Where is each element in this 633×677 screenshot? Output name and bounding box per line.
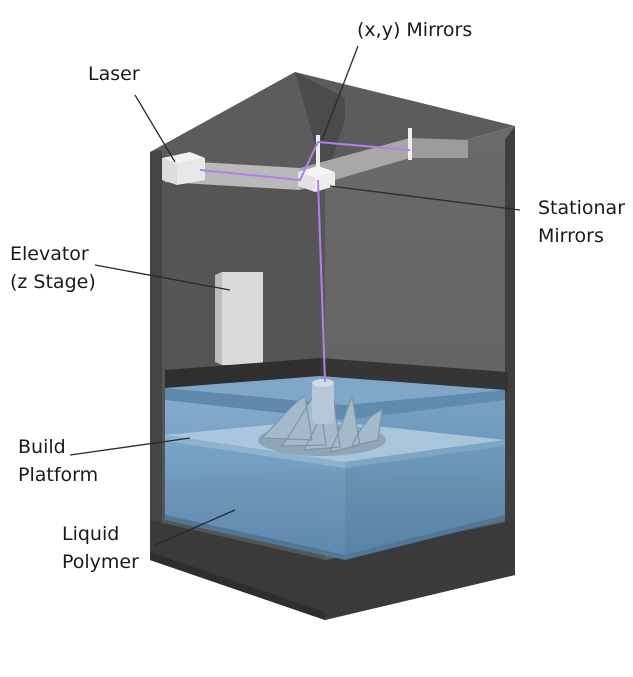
impeller-part <box>258 379 386 456</box>
build-platform-edge-right <box>345 440 505 468</box>
enclosure-floor <box>150 520 515 620</box>
leader-polymer <box>154 509 236 546</box>
channel-right-end <box>410 138 468 158</box>
leader-elevator <box>94 264 231 291</box>
impeller-hub-top <box>312 379 334 387</box>
tank-surface <box>165 376 505 405</box>
label-elevator-line-1: Elevator <box>10 243 89 265</box>
label-platform-line-1: Build <box>18 436 66 458</box>
enclosure-right-frame <box>505 126 515 575</box>
laser-box-side <box>177 158 205 185</box>
leader-xy-mirrors <box>321 45 359 141</box>
build-platform-edge <box>165 435 345 468</box>
impeller-hub <box>312 382 334 424</box>
enclosure-floor-highlight <box>150 552 325 620</box>
enclosure-front-right-wall <box>295 72 345 180</box>
enclosure-left-frame <box>150 150 162 560</box>
label-laser: Laser <box>88 63 140 85</box>
laser-box-front <box>162 158 177 185</box>
laser-box-top <box>162 152 205 164</box>
leader-stationary <box>329 185 521 211</box>
laser-unit <box>162 152 205 185</box>
label-polymer-line-1: Liquid <box>62 523 120 545</box>
leader-lines <box>69 45 521 546</box>
laser-beam-down <box>317 179 326 383</box>
tank-rail-right <box>320 358 508 392</box>
stationary-mirror-side <box>315 172 335 192</box>
elevator-side <box>215 272 222 365</box>
leader-platform <box>69 437 191 456</box>
label-polymer-line-2: Polymer <box>62 551 139 573</box>
elevator-z-stage <box>215 272 263 365</box>
label-platform-line-2: Platform <box>18 464 99 486</box>
label-stationary-line-1: Stationar <box>538 197 626 219</box>
laser-beam-path <box>199 140 411 182</box>
stationary-mirror-top <box>298 166 335 178</box>
tank-rail-left <box>165 358 320 390</box>
label-stationary-line-2: Mirrors <box>538 225 604 247</box>
label-elevator-line-2: (z Stage) <box>10 271 96 293</box>
laser-beam <box>199 140 411 383</box>
label-xy-mirrors: (x,y) Mirrors <box>357 19 473 41</box>
leader-laser <box>134 94 176 163</box>
elevator-face <box>222 272 263 365</box>
